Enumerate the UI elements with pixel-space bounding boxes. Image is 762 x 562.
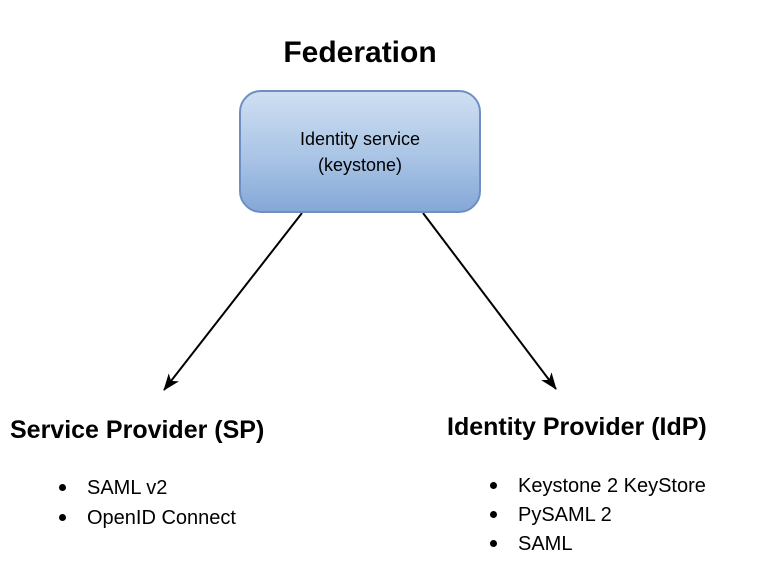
list-item-label: OpenID Connect	[87, 507, 236, 529]
arrow-to-service-provider	[163, 212, 303, 391]
bullet-icon	[59, 483, 66, 491]
service-provider-heading: Service Provider (SP)	[10, 416, 265, 444]
list-item: PySAML 2	[490, 501, 706, 530]
identity-service-node-label: Identity service (keystone)	[299, 128, 421, 175]
bullet-icon	[59, 513, 66, 521]
bullet-icon	[490, 539, 497, 547]
list-item-label: Keystone 2 KeyStore	[518, 475, 706, 497]
list-item-label: PySAML 2	[518, 504, 612, 526]
bullet-icon	[490, 510, 497, 518]
identity-provider-heading: Identity Provider (IdP)	[447, 413, 707, 441]
service-provider-list: SAML v2 OpenID Connect	[59, 473, 236, 533]
list-item: SAML	[490, 530, 706, 559]
bullet-icon	[490, 481, 497, 489]
list-item: Keystone 2 KeyStore	[490, 472, 706, 501]
diagram-title: Federation	[283, 36, 437, 69]
arrow-to-identity-provider	[422, 212, 557, 390]
list-item: SAML v2	[59, 473, 236, 503]
identity-service-node: Identity service (keystone)	[239, 90, 481, 213]
list-item: OpenID Connect	[59, 503, 236, 533]
identity-provider-list: Keystone 2 KeyStore PySAML 2 SAML	[490, 472, 706, 559]
list-item-label: SAML	[518, 533, 573, 555]
list-item-label: SAML v2	[87, 477, 168, 499]
